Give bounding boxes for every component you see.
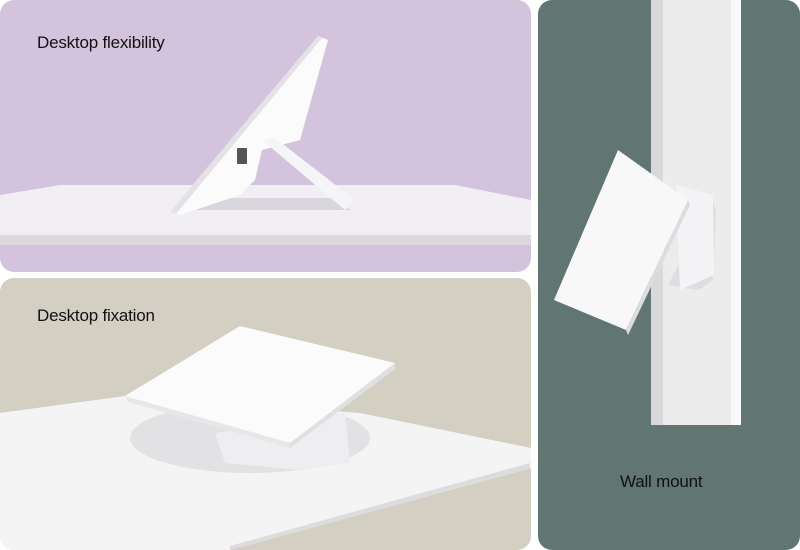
panel-desktop-flexibility: Desktop flexibility [0, 0, 531, 272]
desktop-stand-illustration [0, 36, 531, 245]
panel-caption: Desktop fixation [37, 306, 155, 325]
panel-caption: Desktop flexibility [37, 33, 165, 52]
panel-caption: Wall mount [620, 472, 703, 491]
wall-mount-illustration [554, 0, 741, 425]
fixed-mount-illustration [0, 326, 531, 550]
panel-desktop-fixation: Desktop fixation [0, 278, 531, 550]
panel-wall-mount: Wall mount [538, 0, 800, 550]
